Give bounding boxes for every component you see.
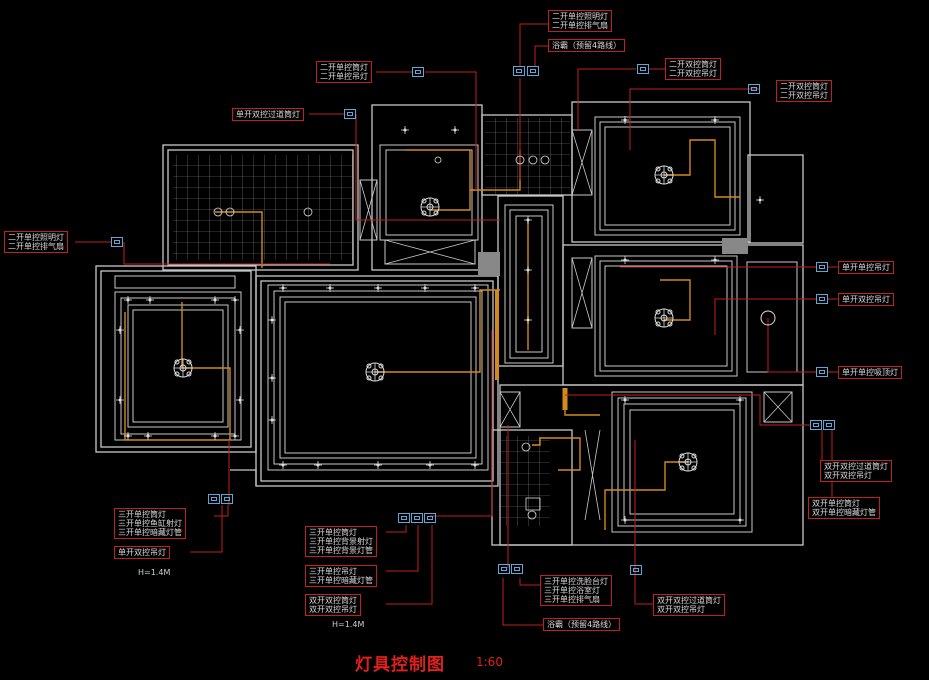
switch-icon — [823, 420, 835, 430]
switch-label: 二开单控照明灯二开单控排气扇 — [548, 10, 612, 32]
switch-icon — [498, 564, 510, 574]
height-note: H=1.4M — [138, 568, 171, 577]
switch-label: 三开单控筒灯三开单控鱼缸射灯三开单控暗藏灯管 — [114, 508, 186, 539]
switch-label: 单开双控过道筒灯 — [232, 108, 304, 121]
switch-icon — [816, 262, 828, 272]
switch-icon — [816, 367, 828, 377]
switch-label: 二开双控筒灯二开双控吊灯 — [776, 80, 832, 102]
switch-icon — [344, 109, 356, 119]
switch-label: 二开双控筒灯二开双控吊灯 — [665, 58, 721, 80]
drawing-scale: 1:60 — [476, 655, 503, 669]
leader-lines — [75, 23, 838, 626]
switch-label: 双开双控筒灯双开双控吊灯 — [305, 594, 361, 616]
switch-label: 单开单控吊灯 — [838, 261, 894, 274]
column — [478, 252, 500, 276]
wiring — [124, 139, 740, 530]
switch-label: 双开双控过道筒灯双开双控吊灯 — [820, 460, 892, 482]
switch-label: 二开单控筒灯二开单控吊灯 — [316, 61, 372, 83]
switch-label: 浴霸（预留4路线） — [548, 39, 626, 52]
bath-fixtures — [213, 155, 550, 520]
switch-icon — [424, 513, 436, 523]
switch-icon — [411, 513, 423, 523]
bath1-tiles — [485, 118, 570, 194]
switch-label: 三开单控筒灯三开单控背景射灯三开单控背景灯管 — [305, 526, 377, 557]
column — [722, 238, 748, 254]
switch-label: 双开单控筒灯双开单控暗藏灯管 — [808, 497, 880, 519]
switch-icon — [637, 64, 649, 74]
switch-icon — [398, 513, 410, 523]
cabinet-crosses — [359, 129, 793, 521]
switch-icon — [513, 66, 525, 76]
switch-label: 三开单控吊灯三开单控暗藏灯管 — [305, 565, 377, 587]
switch-icon — [748, 84, 760, 94]
drawing-title: 灯具控制图 — [355, 655, 445, 675]
switch-label: 单开双控吊灯 — [838, 293, 894, 306]
switch-icon — [511, 564, 523, 574]
switch-label: 单开双控吊灯 — [114, 546, 170, 559]
switch-label: 单开单控吸顶灯 — [838, 366, 902, 379]
switch-icon — [412, 67, 424, 77]
height-note: H=1.4M — [332, 620, 365, 629]
switch-label: 双开双控过道筒灯双开双控吊灯 — [653, 594, 725, 616]
ceiling-lamp — [760, 310, 776, 326]
balcony-tiles — [173, 155, 353, 260]
switch-icon — [208, 494, 220, 504]
switch-icon — [221, 494, 233, 504]
switch-label: 二开单控照明灯二开单控排气扇 — [4, 231, 68, 253]
switch-label: 三开单控洗脸台灯三开单控浴室灯三开单控排气扇 — [540, 575, 612, 606]
switch-icon — [630, 565, 642, 575]
switch-label: 浴霸（预留4路线） — [543, 618, 621, 631]
switch-icon — [527, 66, 539, 76]
switch-icon — [810, 420, 822, 430]
switch-icon — [111, 237, 123, 247]
switch-icon — [816, 294, 828, 304]
